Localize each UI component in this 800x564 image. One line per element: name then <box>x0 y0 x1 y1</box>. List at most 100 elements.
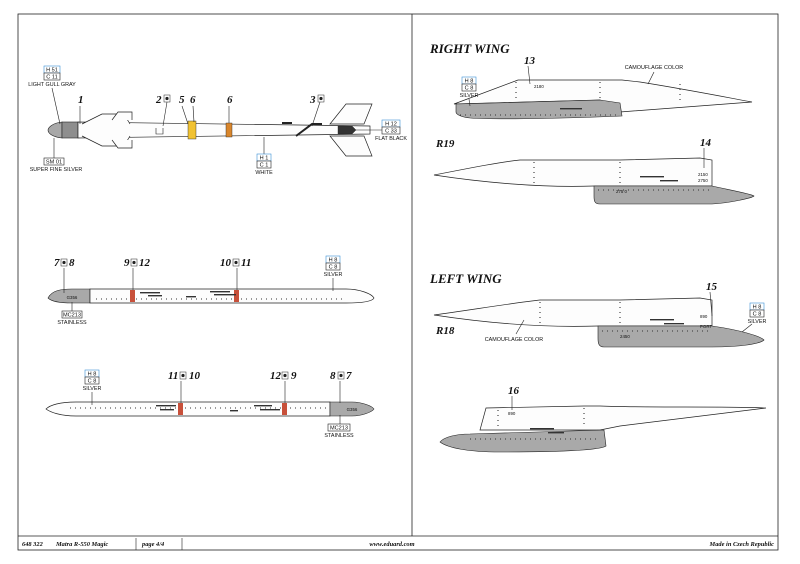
stencil-g356-a: G356 <box>67 295 78 300</box>
stencil-890-left: 890 <box>700 314 708 319</box>
color-name-flat-black: FLAT BLACK <box>375 136 407 142</box>
stencil-port: PORT <box>700 324 712 329</box>
callout-5: 6 <box>190 94 196 106</box>
callout-2: 2 <box>155 94 162 106</box>
callout-6: 6 <box>227 94 233 106</box>
right-wing-bottom-surface <box>433 157 713 187</box>
callout-11-a: 11 <box>241 257 251 269</box>
callout-9-b: 9 <box>291 370 297 382</box>
left-wing-top-pylon <box>597 325 765 348</box>
callout-16: 16 <box>508 385 520 397</box>
callout-flat-black: H 12 C 33 FLAT BLACK <box>356 119 407 142</box>
left-wing-bottom-pylon <box>439 429 607 453</box>
color-code-mc213-a: MC213 <box>63 313 81 319</box>
missile-diagram <box>47 103 373 157</box>
color-name-super-fine-silver: SUPER FINE SILVER <box>30 167 83 173</box>
footer-website[interactable]: www.eduard.com <box>369 541 414 548</box>
hook-mark <box>155 128 164 135</box>
left-wing-bottom-view: 890 <box>439 405 767 453</box>
color-code-c1: C 1 <box>260 163 269 169</box>
callout-silver-a: H 8 C 8 SILVER <box>324 255 343 291</box>
color-name-stainless-a: STAINLESS <box>57 320 87 326</box>
lug-mark <box>282 122 292 124</box>
callout-silver-left: H 8 C 8 SILVER <box>741 302 767 333</box>
callout-9-a: 9 <box>124 257 130 269</box>
callout-12-a: 12 <box>139 257 151 269</box>
color-code-c8-a: C 8 <box>329 265 338 271</box>
launcher-b-red-mark-2 <box>282 403 287 415</box>
color-code-c8-b: C 8 <box>88 379 97 385</box>
missile-body <box>77 121 371 139</box>
right-wing-top-pylon <box>455 99 623 120</box>
left-wing-top-surface <box>433 297 713 327</box>
callout-silver-right: H 8 C 8 SILVER <box>460 76 479 107</box>
callout-10-a: 10 <box>220 257 232 269</box>
color-code-c33: C 33 <box>385 129 397 135</box>
callout-8-b: 8 <box>330 370 336 382</box>
launcher-b-red-mark-1 <box>178 403 183 415</box>
callout-stainless-b: MC213 STAINLESS <box>324 415 354 439</box>
camouflage-label-right: CAMOUFLAGE COLOR <box>625 65 684 71</box>
r18-label: R18 <box>435 325 455 337</box>
callout-14: 14 <box>700 137 712 149</box>
callout-3: 3 <box>309 94 316 106</box>
color-code-h8-left: H 8 <box>753 305 762 311</box>
stencil-2150: 2150 <box>698 172 708 177</box>
callout-15: 15 <box>706 281 718 293</box>
color-code-c8-left: C 8 <box>753 312 762 318</box>
orange-band <box>225 122 233 138</box>
callout-7-b: 7 <box>346 370 352 382</box>
stencil-2180: 2180 <box>534 84 544 89</box>
stencil-2750: 2750 <box>698 178 708 183</box>
tail-fin-top <box>329 103 373 125</box>
callout-light-gull-gray: H 51 C 11 LIGHT GULL GRAY <box>28 65 76 125</box>
color-name-light-gull-gray: LIGHT GULL GRAY <box>28 82 76 88</box>
color-name-silver-a: SILVER <box>324 272 343 278</box>
yellow-band <box>187 120 197 140</box>
left-wing-top-view: 890 PORT 2450 <box>433 297 765 348</box>
callout-1: 1 <box>78 94 84 106</box>
callout-12-b: 12 <box>270 370 282 382</box>
r19-label: R19 <box>435 138 455 150</box>
callout-7-a: 7 <box>54 257 60 269</box>
callout-super-fine-silver: SM 01 SUPER FINE SILVER <box>30 138 83 173</box>
stencil-275-0: 275 0 <box>616 189 628 194</box>
sheet-frame <box>17 13 779 551</box>
footer: 648 322 Matra R-550 Magic page 4/4 www.e… <box>22 538 774 550</box>
left-wing-title: LEFT WING <box>429 271 502 286</box>
callout-8-a: 8 <box>69 257 75 269</box>
color-code-mc213-b: MC213 <box>330 426 348 432</box>
color-code-h51: H 51 <box>46 68 58 74</box>
rear-canards <box>111 111 133 149</box>
color-name-silver-right: SILVER <box>460 93 479 99</box>
right-wing-bottom-view: 2150 2750 275 0 <box>433 157 755 205</box>
color-name-silver-left: SILVER <box>748 319 767 325</box>
color-code-h8-a: H 8 <box>329 258 338 264</box>
launcher-b-body <box>45 401 331 417</box>
launcher-b-tail <box>329 401 375 417</box>
tail-fin-bottom <box>329 135 373 157</box>
footer-product-name: Matra R-550 Magic <box>55 541 108 548</box>
stencil-2450: 2450 <box>620 334 630 339</box>
callout-10-b: 10 <box>189 370 201 382</box>
color-code-c11: C 11 <box>46 75 57 81</box>
right-wing-title: RIGHT WING <box>429 41 510 56</box>
color-name-white: WHITE <box>255 170 273 176</box>
callout-white: H 1 C 1 WHITE <box>255 137 273 176</box>
footer-made-in: Made in Czech Republic <box>709 541 775 548</box>
color-name-silver-b: SILVER <box>83 386 102 392</box>
callout-11-b: 11 <box>168 370 178 382</box>
launcher-a-red-mark-2 <box>234 290 239 302</box>
dark-strake <box>295 123 322 137</box>
color-code-sm01: SM 01 <box>46 160 62 166</box>
footer-page-number: page 4/4 <box>141 541 164 548</box>
seeker-ring <box>61 121 79 139</box>
tail-black-section <box>337 125 357 135</box>
stencil-g356-b: G356 <box>347 407 358 412</box>
right-wing-top-view: 2180 CAMOUFLAGE COLOR <box>453 65 753 120</box>
launcher-rail-b: G356 <box>45 401 375 417</box>
stencil-890-bottom: 890 <box>508 411 516 416</box>
launcher-a-red-mark-1 <box>130 290 135 302</box>
camouflage-label-left: CAMOUFLAGE COLOR <box>485 337 544 343</box>
